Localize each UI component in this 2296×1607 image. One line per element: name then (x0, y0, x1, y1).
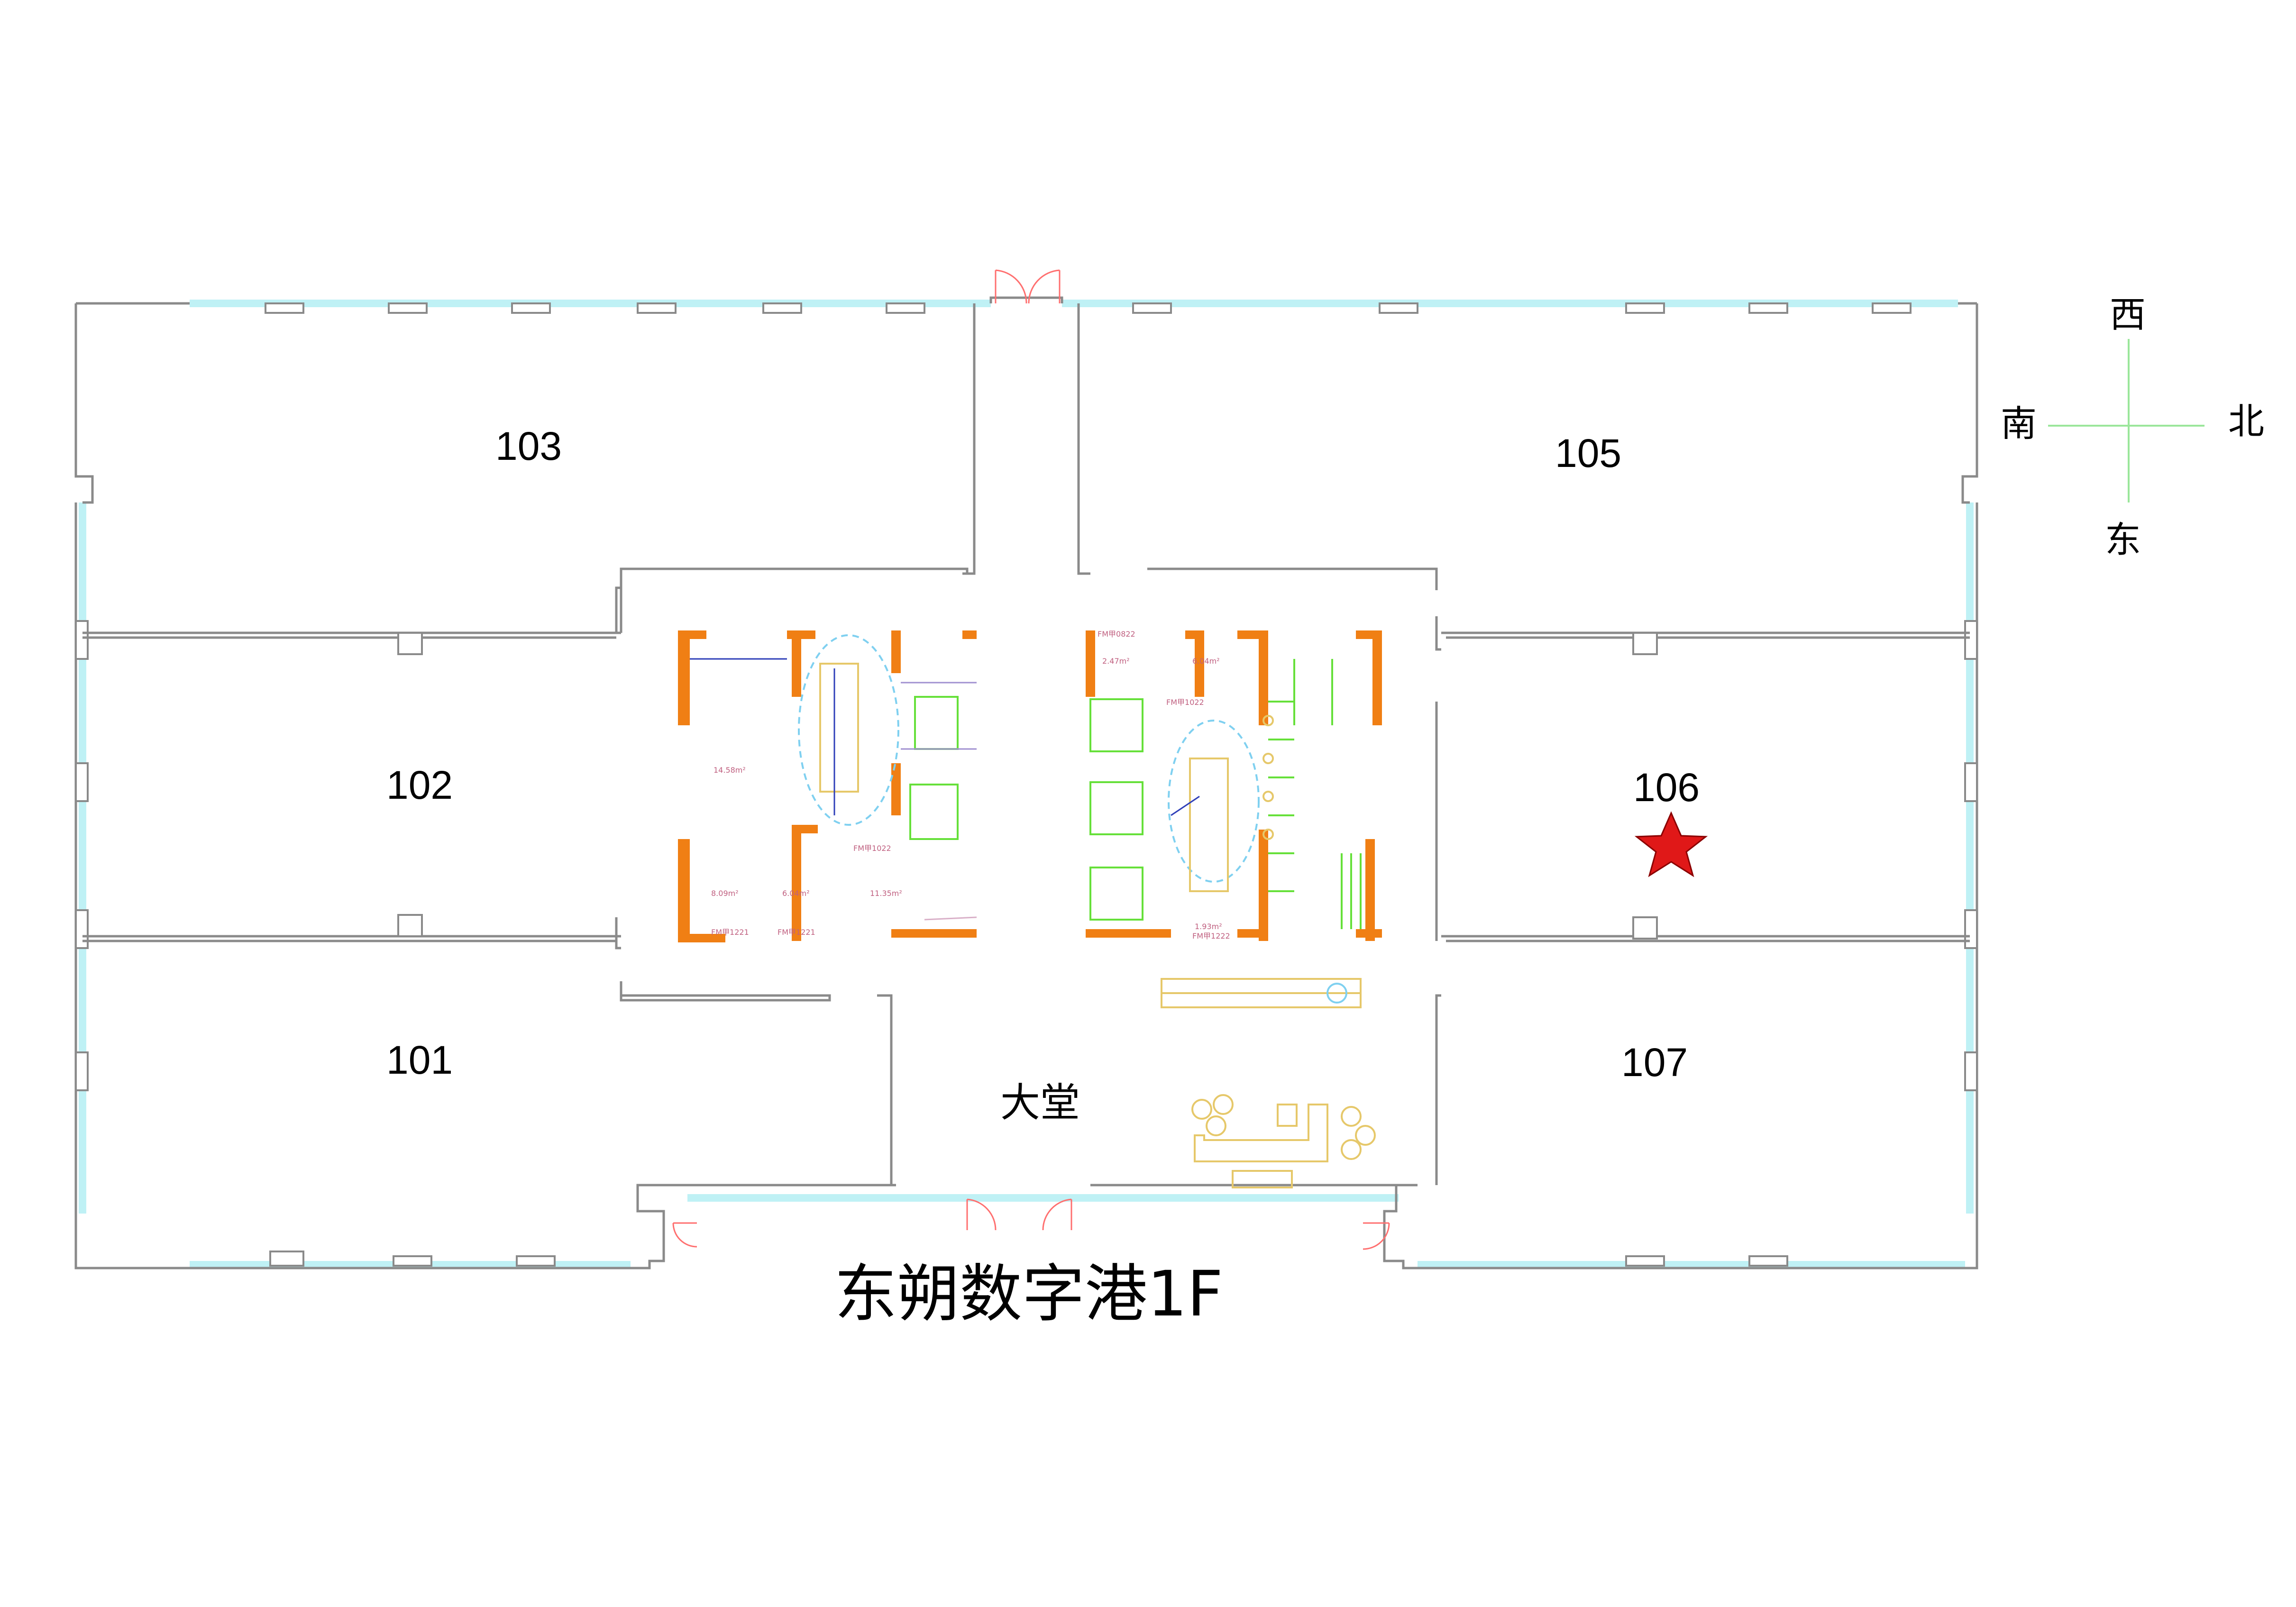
doors (672, 269, 1390, 1250)
right-core: 2.47m² 6.04m² 1.93m² FM甲1022 FM甲1222 FM甲… (1086, 630, 1382, 1008)
room-label-103: 103 (495, 424, 562, 468)
svg-text:11.35m²: 11.35m² (870, 889, 902, 898)
lobby-furniture (1191, 1094, 1376, 1188)
svg-text:8.09m²: 8.09m² (711, 889, 739, 898)
star-icon (1634, 811, 1708, 877)
interior-walls (82, 303, 1970, 1185)
room-label-105: 105 (1555, 431, 1621, 475)
svg-text:14.58m²: 14.58m² (713, 766, 746, 775)
room-label-107: 107 (1621, 1040, 1688, 1085)
compass-east-label: 东 (2105, 519, 2141, 561)
svg-text:FM甲0822: FM甲0822 (1098, 630, 1135, 639)
svg-text:2.47m²: 2.47m² (1102, 657, 1130, 666)
room-label-101: 101 (386, 1038, 453, 1082)
svg-text:1.93m²: 1.93m² (1195, 922, 1222, 931)
svg-text:FM甲1221: FM甲1221 (778, 928, 815, 937)
svg-text:FM甲1222: FM甲1222 (1192, 931, 1230, 940)
svg-text:FM甲1022: FM甲1022 (1166, 698, 1204, 707)
columns (75, 302, 1978, 1267)
floor-title: 东朔数字港1F (834, 1258, 1223, 1331)
compass-west-label: 西 (2110, 293, 2146, 336)
compass: 西 南 北 东 (2001, 293, 2264, 561)
svg-text:FM甲1221: FM甲1221 (711, 928, 749, 937)
svg-text:6.04m²: 6.04m² (782, 889, 810, 898)
compass-south-label: 南 (2001, 402, 2037, 445)
left-core: 14.58m² 8.09m² 6.04m² 11.35m² FM甲1022 FM… (678, 630, 977, 942)
room-label-106: 106 (1633, 765, 1700, 810)
svg-text:6.04m²: 6.04m² (1192, 657, 1220, 666)
room-label-102: 102 (386, 763, 453, 807)
lobby-label: 大堂 (1000, 1079, 1080, 1126)
compass-north-label: 北 (2228, 400, 2264, 442)
svg-text:FM甲1022: FM甲1022 (853, 844, 891, 853)
